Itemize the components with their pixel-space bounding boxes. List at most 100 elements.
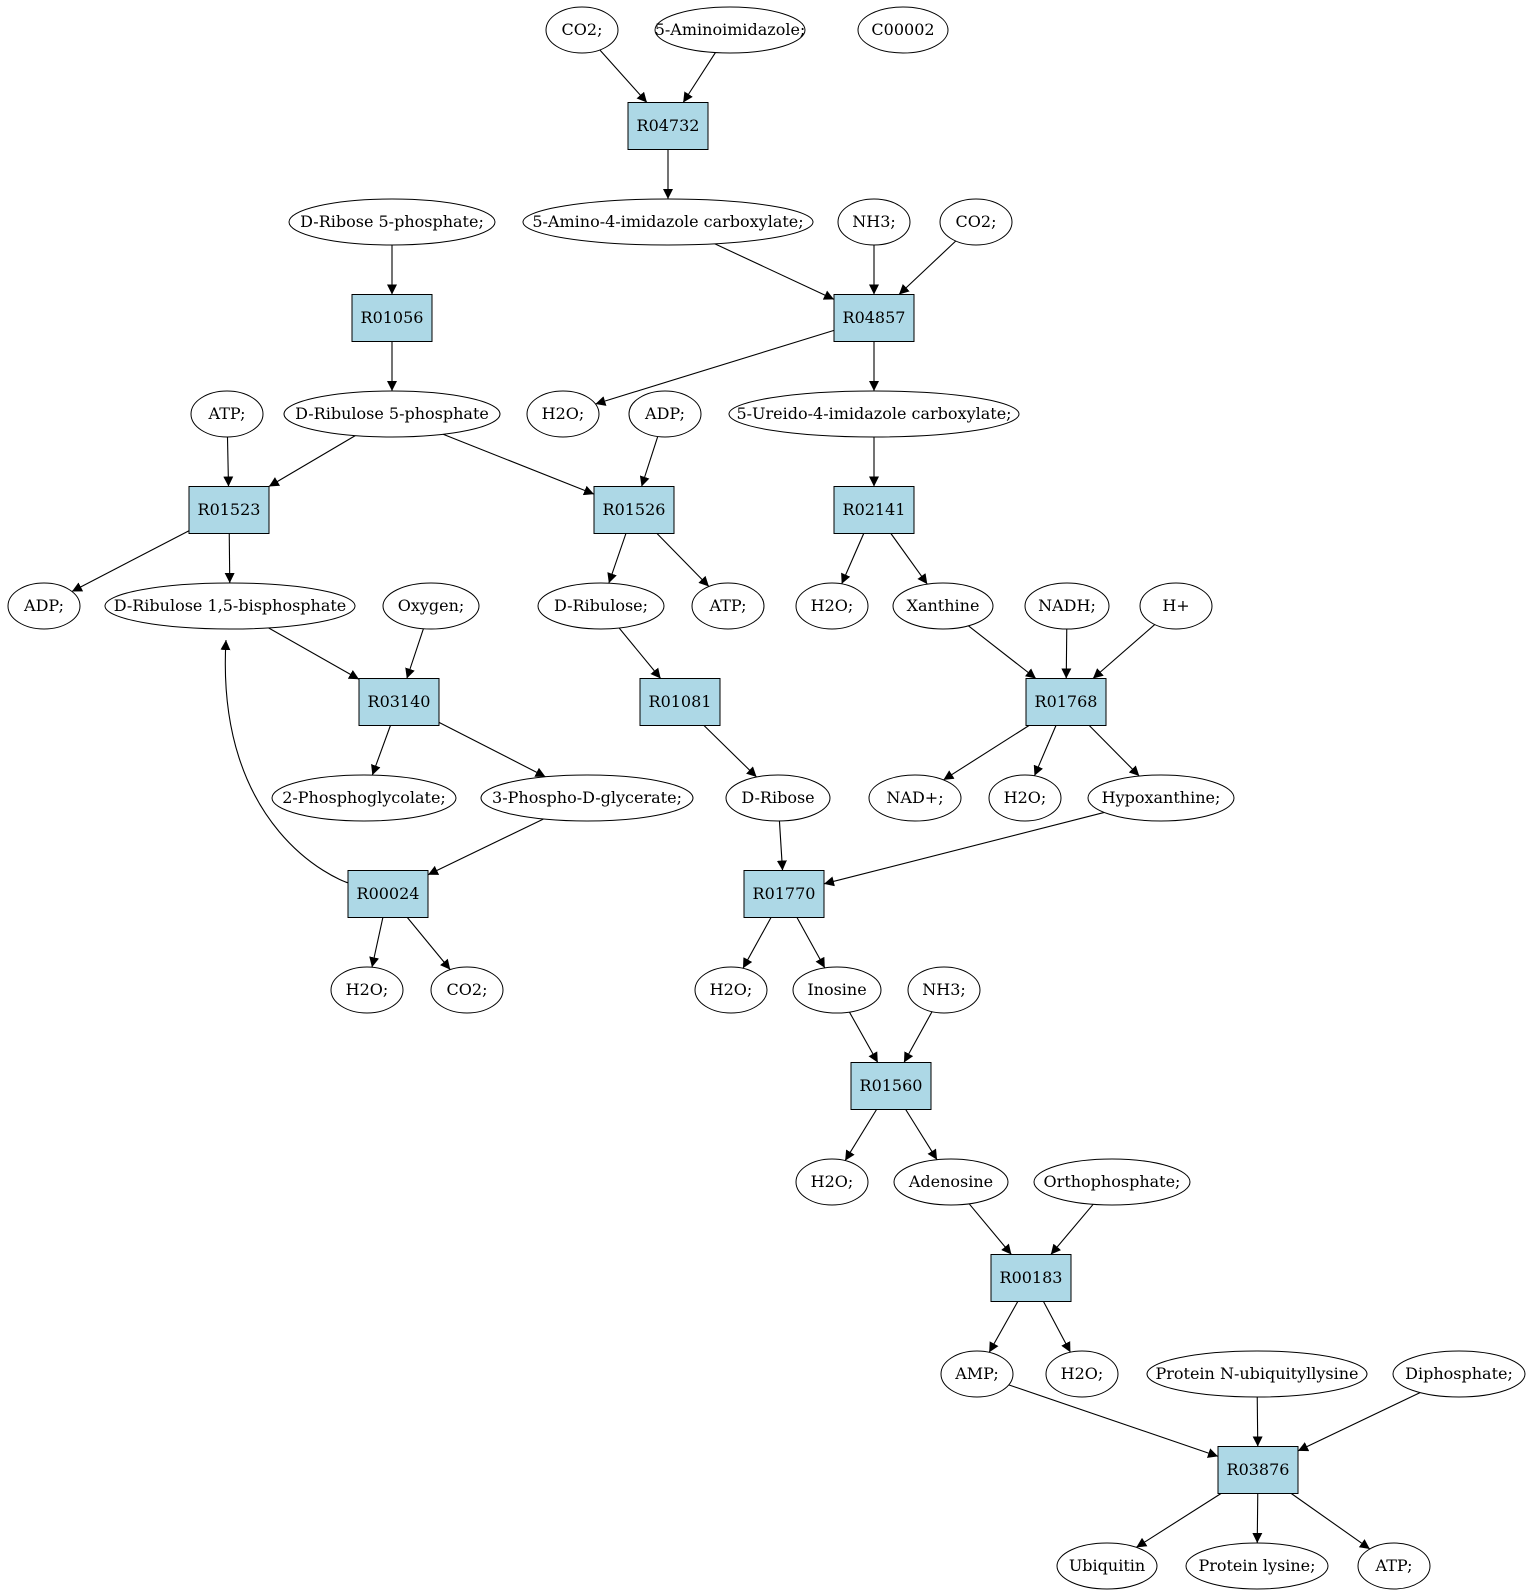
compound-node-adenosine[interactable]: Adenosine: [893, 1158, 1009, 1206]
compound-ellipse: [288, 198, 496, 246]
reaction-node-r01770[interactable]: R01770: [743, 870, 825, 918]
compound-ellipse: [480, 774, 694, 822]
reaction-node-r04857[interactable]: R04857: [833, 294, 915, 342]
edge-R00024-to-rubp: [220, 639, 349, 884]
compound-node-nh3_2[interactable]: NH3;: [907, 966, 981, 1014]
reaction-label: R01526: [603, 500, 666, 519]
compound-node-3pg[interactable]: 3-Phospho-D-glycerate;: [480, 774, 694, 822]
compound-ellipse: [892, 582, 994, 630]
compound-ellipse: [939, 198, 1013, 246]
compound-node-h2o_5[interactable]: H2O;: [694, 966, 768, 1014]
compound-node-c00002[interactable]: C00002: [857, 6, 949, 54]
compound-ellipse: [1185, 1542, 1329, 1590]
compound-node-5a4ic[interactable]: 5-Amino-4-imidazole carboxylate;: [522, 198, 814, 246]
edge-R01560-to-h2o_6: [844, 1109, 878, 1161]
compound-node-adp_1[interactable]: ADP;: [628, 390, 702, 438]
compound-label: D-Ribulose;: [554, 596, 648, 615]
compound-node-h2o_7[interactable]: H2O;: [1045, 1350, 1119, 1398]
edge-R01526-to-ribulose: [607, 533, 627, 584]
reaction-node-r01526[interactable]: R01526: [593, 486, 675, 534]
reaction-label: R04732: [637, 116, 700, 135]
compound-node-hplus[interactable]: H+: [1139, 582, 1213, 630]
compound-label: 3-Phospho-D-glycerate;: [492, 788, 682, 807]
reaction-label: R01768: [1035, 692, 1098, 711]
compound-label: Diphosphate;: [1405, 1364, 1513, 1383]
compound-node-5u4ic[interactable]: 5-Ureido-4-imidazole carboxylate;: [728, 390, 1020, 438]
edge-R02141-to-h2o_2: [841, 533, 865, 585]
reaction-node-r01768[interactable]: R01768: [1025, 678, 1107, 726]
reaction-node-r01523[interactable]: R01523: [188, 486, 270, 534]
compound-node-h2o_6[interactable]: H2O;: [795, 1158, 869, 1206]
compound-node-rubp[interactable]: D-Ribulose 1,5-bisphosphate: [104, 582, 356, 630]
compound-node-hypox[interactable]: Hypoxanthine;: [1087, 774, 1235, 822]
compound-ellipse: [1139, 582, 1213, 630]
compound-label: C00002: [871, 20, 934, 39]
compound-label: Protein N-ubiquityllysine: [1155, 1364, 1358, 1383]
compound-node-co2_top[interactable]: CO2;: [545, 6, 619, 54]
compound-node-xanthine[interactable]: Xanthine: [892, 582, 994, 630]
reaction-node-r03876[interactable]: R03876: [1217, 1446, 1299, 1494]
reaction-box: [358, 678, 440, 726]
compound-label: NAD+;: [886, 788, 943, 807]
compound-node-nh3_1[interactable]: NH3;: [837, 198, 911, 246]
reaction-node-r01081[interactable]: R01081: [639, 678, 721, 726]
compound-node-ribulose[interactable]: D-Ribulose;: [537, 582, 665, 630]
compound-node-atp_1[interactable]: ATP;: [190, 390, 264, 438]
compound-node-dribose[interactable]: D-Ribose: [725, 774, 831, 822]
compound-node-h2o_1[interactable]: H2O;: [526, 390, 600, 438]
reaction-box: [1217, 1446, 1299, 1494]
compound-node-h2o_2[interactable]: H2O;: [795, 582, 869, 630]
reaction-box: [639, 678, 721, 726]
reaction-box: [850, 1062, 932, 1110]
reaction-node-r03140[interactable]: R03140: [358, 678, 440, 726]
compound-node-nadh[interactable]: NADH;: [1024, 582, 1110, 630]
edge-R01770-to-inosine: [796, 917, 826, 969]
reaction-node-r00024[interactable]: R00024: [347, 870, 429, 918]
compound-ellipse: [837, 198, 911, 246]
edge-5aminoimid-to-R04732: [682, 52, 716, 103]
compound-node-protubq[interactable]: Protein N-ubiquityllysine: [1146, 1350, 1368, 1398]
compound-node-ribose5p[interactable]: D-Ribose 5-phosphate;: [288, 198, 496, 246]
compound-label: H2O;: [346, 980, 389, 999]
reaction-node-r00183[interactable]: R00183: [990, 1254, 1072, 1302]
compound-node-h2o_4[interactable]: H2O;: [330, 966, 404, 1014]
compound-ellipse: [1392, 1350, 1526, 1398]
reaction-box: [743, 870, 825, 918]
compound-node-diphos[interactable]: Diphosphate;: [1392, 1350, 1526, 1398]
compound-ellipse: [628, 390, 702, 438]
compound-node-ubiquitin[interactable]: Ubiquitin: [1056, 1542, 1158, 1590]
compound-node-h2o_3[interactable]: H2O;: [988, 774, 1062, 822]
edge-hplus-to-R01768: [1092, 624, 1156, 679]
compound-node-adp_2[interactable]: ADP;: [7, 582, 81, 630]
compound-label: H2O;: [811, 596, 854, 615]
compound-node-oxygen[interactable]: Oxygen;: [382, 582, 480, 630]
reaction-node-r01560[interactable]: R01560: [850, 1062, 932, 1110]
reaction-node-r02141[interactable]: R02141: [833, 486, 915, 534]
compound-ellipse: [1024, 582, 1110, 630]
reaction-node-r04732[interactable]: R04732: [627, 102, 709, 150]
compound-node-inosine[interactable]: Inosine: [792, 966, 882, 1014]
compound-node-2pg[interactable]: 2-Phosphoglycolate;: [271, 774, 457, 822]
compound-node-5aminoimid[interactable]: 5-Aminoimidazole;: [654, 6, 806, 54]
compound-label: D-Ribulose 5-phosphate: [295, 404, 489, 423]
edge-hypox-to-R01770: [823, 811, 1105, 887]
edge-co2_2-to-R04857: [898, 240, 957, 295]
compound-node-atp_2[interactable]: ATP;: [691, 582, 765, 630]
compound-ellipse: [857, 6, 949, 54]
reaction-label: R01560: [860, 1076, 923, 1095]
compound-node-co2_3[interactable]: CO2;: [430, 966, 504, 1014]
compound-node-protlys[interactable]: Protein lysine;: [1185, 1542, 1329, 1590]
reaction-label: R00024: [357, 884, 420, 903]
compound-node-atp_3[interactable]: ATP;: [1357, 1542, 1431, 1590]
compound-node-amp[interactable]: AMP;: [940, 1350, 1014, 1398]
compound-node-orthophos[interactable]: Orthophosphate;: [1033, 1158, 1191, 1206]
compound-node-ribulose5p[interactable]: D-Ribulose 5-phosphate: [283, 390, 501, 438]
reaction-node-r01056[interactable]: R01056: [351, 294, 433, 342]
compound-node-nadp[interactable]: NAD+;: [868, 774, 962, 822]
reaction-label: R01523: [198, 500, 261, 519]
compound-ellipse: [654, 6, 806, 54]
compound-label: D-Ribose 5-phosphate;: [300, 212, 484, 231]
compound-ellipse: [526, 390, 600, 438]
compound-node-co2_2[interactable]: CO2;: [939, 198, 1013, 246]
